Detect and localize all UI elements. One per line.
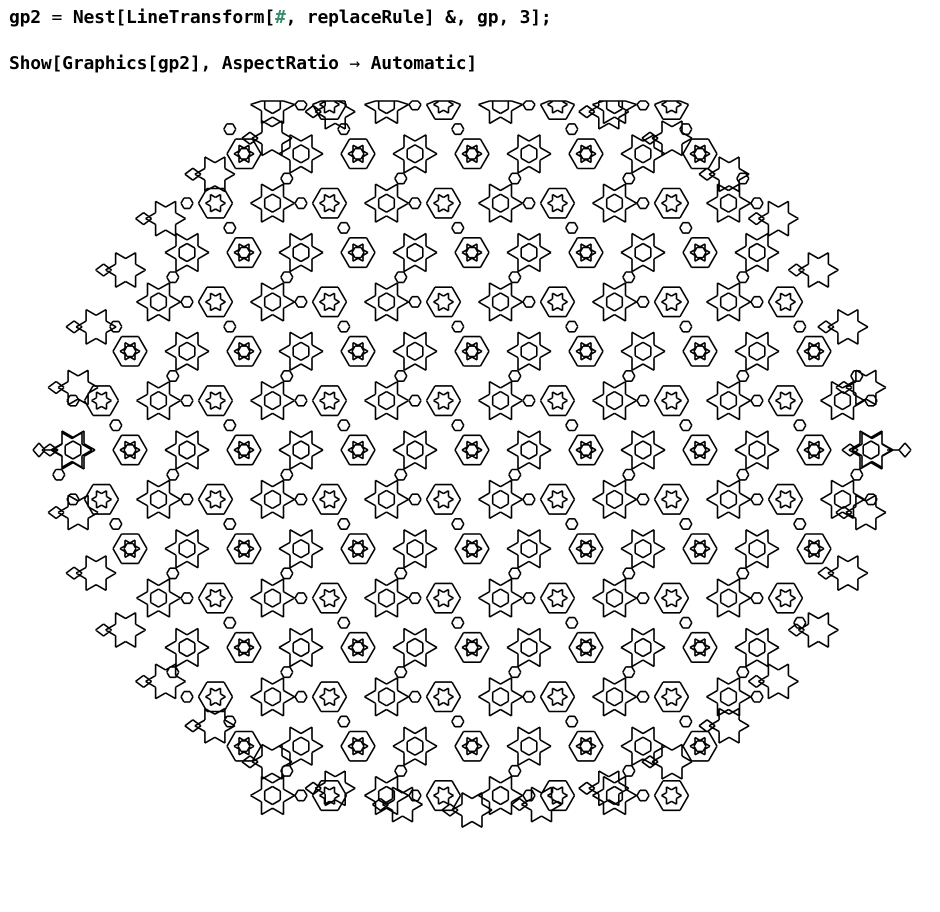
- show-call: Show[Graphics[gp2], AspectRatio: [9, 53, 339, 74]
- fractal-lines: [32, 100, 912, 828]
- show-call-tail: Automatic]: [370, 53, 478, 74]
- rule-arrow: →: [338, 53, 371, 74]
- fractal-graphic: [32, 100, 912, 828]
- variable-gp2: gp2: [9, 7, 41, 28]
- graphics-output: [22, 100, 922, 900]
- nest-call: Nest[LineTransform[: [72, 7, 275, 28]
- input-cell-show[interactable]: Show[Graphics[gp2], AspectRatio → Automa…: [9, 52, 477, 76]
- input-cell-nest[interactable]: gp2 = Nest[LineTransform[#, replaceRule]…: [9, 6, 552, 30]
- assign-operator: =: [40, 7, 73, 28]
- nest-call-rest: , replaceRule] &, gp, 3];: [285, 7, 552, 28]
- slot-symbol: #: [274, 7, 286, 28]
